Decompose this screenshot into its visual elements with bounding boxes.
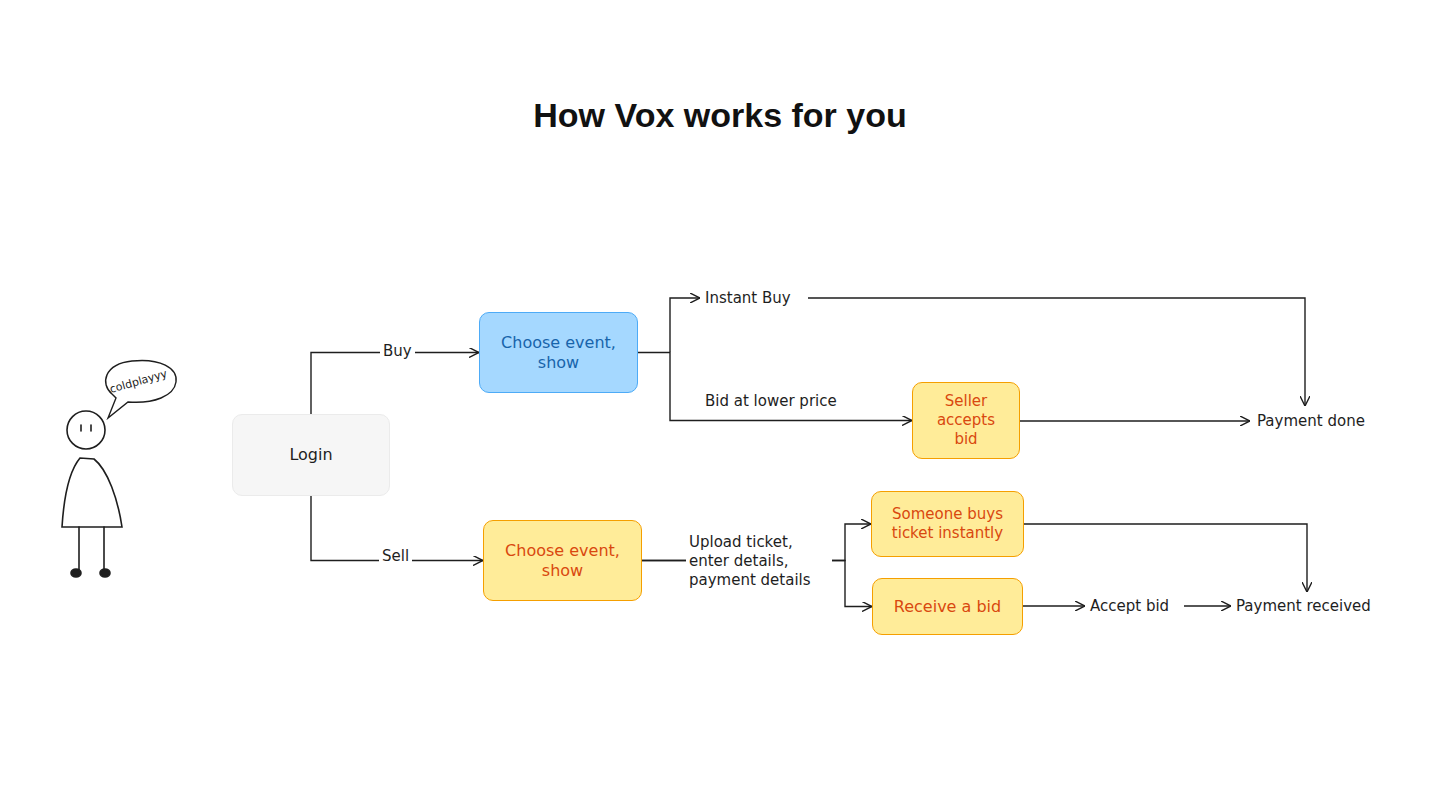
edge-label: Bid at lower price: [702, 391, 840, 412]
flow-arrow: [638, 353, 912, 421]
process-box: Choose event, show: [479, 312, 638, 393]
stick-figure: [62, 411, 122, 577]
node-text: Choose event, show: [494, 541, 631, 581]
process-box: Seller accepts bid: [912, 382, 1020, 458]
edge-label: Sell: [379, 546, 412, 567]
process-box: Someone buys ticket instantly: [871, 491, 1024, 557]
edge-label: Upload ticket, enter details, payment de…: [686, 532, 832, 590]
node-text: Login: [289, 445, 332, 465]
node-text: Someone buys ticket instantly: [882, 505, 1013, 543]
node-text: Choose event, show: [490, 333, 627, 373]
flow-label: Payment done: [1254, 411, 1368, 432]
flow-label: Instant Buy: [702, 288, 794, 309]
flow-label: Payment received: [1233, 596, 1374, 617]
edge-label: Buy: [380, 341, 415, 362]
flow-label: Accept bid: [1087, 596, 1172, 617]
flow-line: [670, 298, 1307, 606]
process-box: Receive a bid: [872, 578, 1023, 635]
node-text: Seller accepts bid: [923, 392, 1009, 448]
process-box: Choose event, show: [483, 520, 642, 601]
process-box: Login: [232, 414, 390, 496]
speech-bubble: coldplayyy: [98, 358, 180, 406]
diagram-title: How Vox works for you: [0, 96, 1440, 135]
flow-arrow: [311, 353, 479, 415]
node-text: Receive a bid: [894, 597, 1001, 617]
